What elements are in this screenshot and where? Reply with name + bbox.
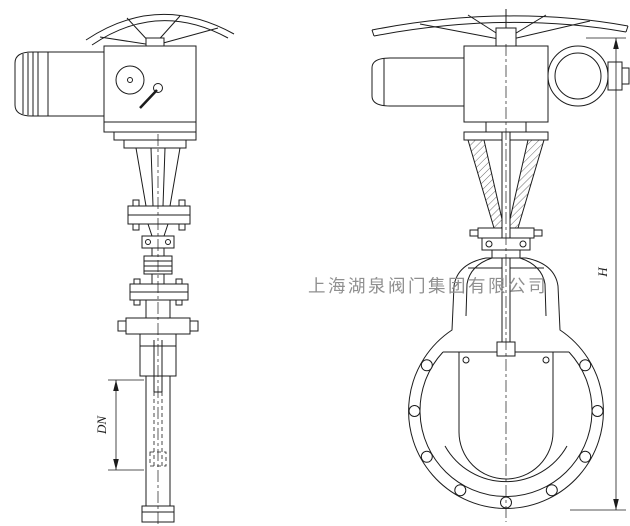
watermark: 上海湖泉阀门集团有限公司 [308,276,548,296]
height-dimension: H [570,37,626,511]
handwheel-side-icon [85,13,235,49]
gate-front [458,351,554,480]
actuator-front [371,45,630,123]
side-view: DN [14,13,235,526]
front-view: H [371,9,630,522]
yoke-column-side [113,131,197,207]
actuator-housing-side [103,45,197,133]
height-label: H [595,267,610,278]
dn-label: DN [94,415,109,435]
stem-flange-assembly-side [117,199,199,335]
electric-motor-side [14,51,107,117]
dn-dimension: DN [94,379,144,471]
handwheel-front-icon [371,9,629,47]
